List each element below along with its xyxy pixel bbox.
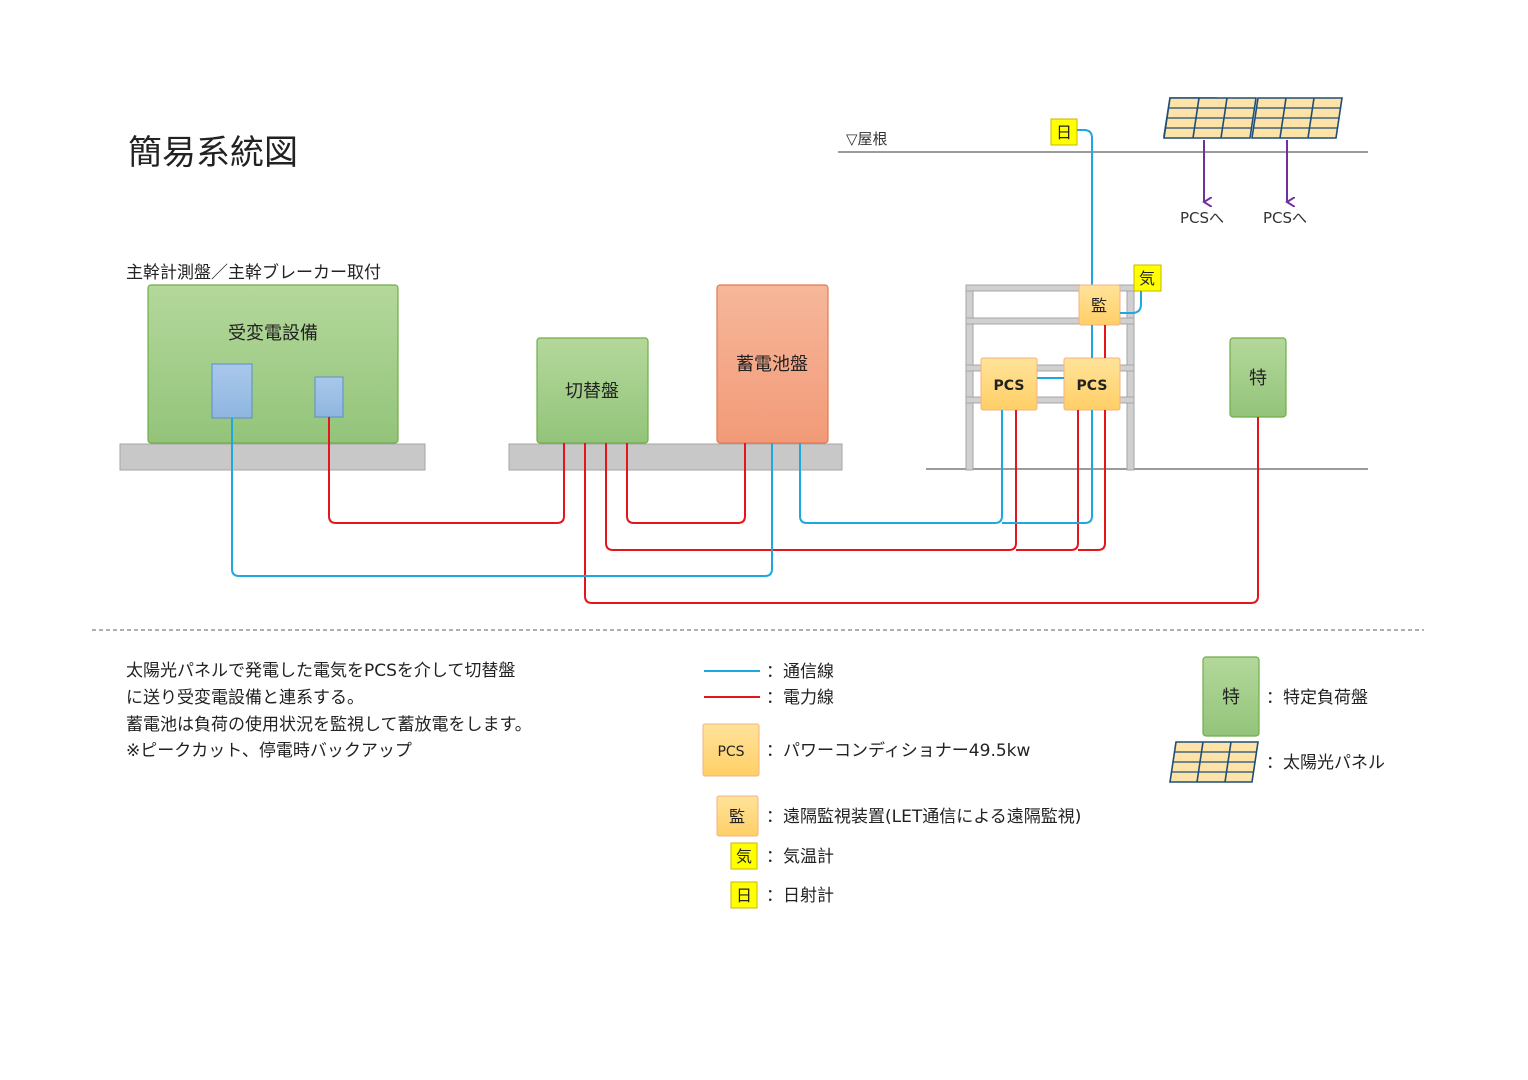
legend-power-label: ：電力線 <box>766 688 834 708</box>
pcs-unit-1 <box>980 357 1038 411</box>
remote-monitor-box <box>1078 284 1121 326</box>
legend-monitor-desc: ：遠隔監視装置(LET通信による遠隔監視) <box>766 807 1081 827</box>
to-pcs-label-1: PCSへ <box>1180 209 1224 227</box>
main-meter-panel <box>211 363 253 419</box>
legend-specific-load-icon-label: 特 <box>1222 687 1240 708</box>
power-line-switchboard-pcs1 <box>605 410 1017 551</box>
pcs-unit-1-label: PCS <box>994 378 1025 394</box>
to-pcs-label-2: PCSへ <box>1263 209 1307 227</box>
power-line-substation-switchboard <box>328 417 565 524</box>
solar-panel-array <box>1163 97 1343 139</box>
legend-thermometer-icon-label: 気 <box>736 847 752 866</box>
main-panel-caption: 主幹計測盤／主幹ブレーカー取付 <box>126 262 381 283</box>
power-line-specific-load <box>584 417 1259 604</box>
base-pad-switchboard <box>508 443 843 471</box>
legend-irradiance-icon-label: 日 <box>736 886 752 905</box>
legend-specific-load-icon <box>1202 656 1260 737</box>
legend-irradiance-desc: ：日射計 <box>766 886 834 906</box>
legend-solar-panel-icon <box>1169 741 1259 783</box>
legend-specific-load-desc: ：特定負荷盤 <box>1266 688 1368 708</box>
comm-line-battery-pcs2 <box>1002 410 1093 524</box>
legend-pcs-desc: ：パワーコンディショナー49.5kw <box>766 740 1031 761</box>
main-breaker <box>314 376 344 418</box>
description-line-4: ※ピークカット、停電時バックアップ <box>126 741 412 761</box>
switchboard-label: 切替盤 <box>565 381 619 402</box>
page-title: 簡易系統図 <box>128 133 298 173</box>
power-line-switchboard-pcs2 <box>1016 410 1079 551</box>
power-line-switchboard-pcs2b <box>1078 410 1106 551</box>
thermometer-label: 気 <box>1139 269 1155 288</box>
legend-monitor-icon-label: 監 <box>729 807 745 826</box>
battery-label: 蓄電池盤 <box>736 354 808 375</box>
comm-line-irradiance <box>1077 129 1093 286</box>
legend-thermometer-icon <box>730 842 758 870</box>
pcs-rack <box>965 284 1135 471</box>
legend-monitor-icon <box>716 795 759 837</box>
description-line-3: 蓄電池は負荷の使用状況を監視して蓄放電をします。 <box>126 714 532 735</box>
substation-label: 受変電設備 <box>228 323 318 344</box>
comm-line-meter-battery <box>231 418 773 577</box>
legend-comm-label: ：通信線 <box>766 662 834 682</box>
comm-line-thermometer <box>1120 291 1142 314</box>
comm-line-battery-pcs1 <box>799 410 1003 524</box>
legend-irradiance-icon <box>730 881 758 909</box>
irradiance-meter-label: 日 <box>1056 123 1072 142</box>
legend-pcs-icon-label: PCS <box>717 744 744 760</box>
base-pad-substation <box>119 443 426 471</box>
specific-load-label: 特 <box>1249 368 1267 389</box>
legend-pcs-icon <box>702 723 760 777</box>
switchboard-box <box>536 337 649 444</box>
legend-thermometer-desc: ：気温計 <box>766 847 834 867</box>
description-line-1: 太陽光パネルで発電した電気をPCSを介して切替盤 <box>126 661 515 681</box>
pcs-unit-2-label: PCS <box>1077 378 1108 394</box>
remote-monitor-label: 監 <box>1091 296 1107 315</box>
legend-solar-desc: ：太陽光パネル <box>1266 753 1385 773</box>
thermometer <box>1133 264 1162 292</box>
description-line-2: に送り受変電設備と連系する。 <box>126 688 364 708</box>
legend: ：通信線 ：電力線 PCS ：パワーコンディショナー49.5kw 監 ：遠隔監視… <box>702 656 1385 909</box>
substation-box <box>147 284 399 444</box>
roof-label: ▽屋根 <box>846 130 888 148</box>
power-line-switchboard-battery <box>626 443 746 524</box>
irradiance-meter <box>1050 118 1078 146</box>
wiring <box>231 410 1259 604</box>
